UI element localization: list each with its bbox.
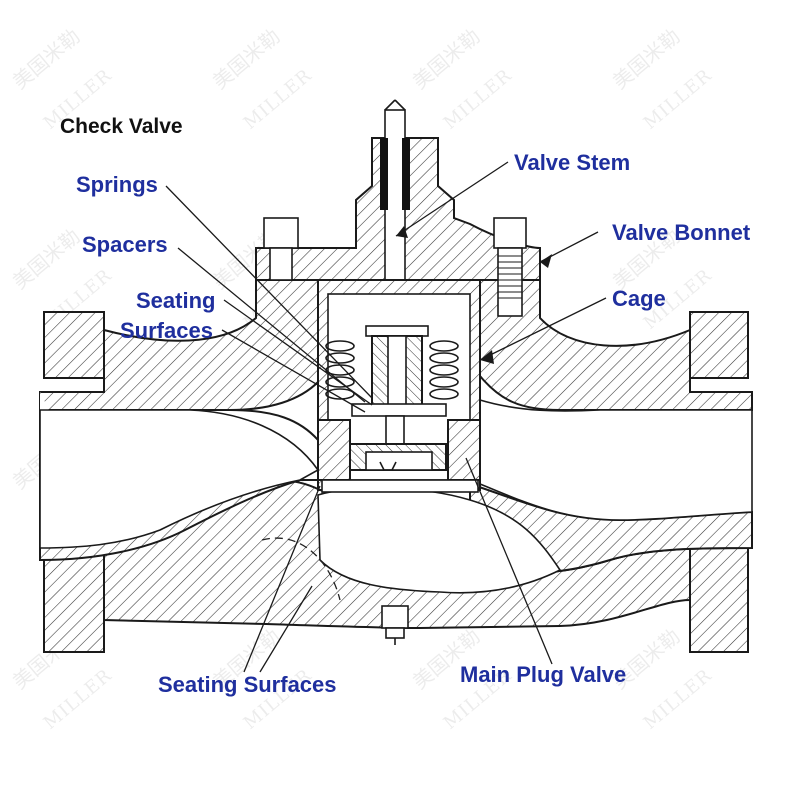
label-valve-stem: Valve Stem bbox=[514, 150, 630, 175]
watermark-chinese: 美国米勒 bbox=[8, 224, 85, 294]
valve-body bbox=[39, 279, 753, 653]
leader-lines bbox=[165, 161, 607, 673]
label-seating-surfaces-line2: Surfaces bbox=[120, 318, 213, 343]
watermark-chinese: 美国米勒 bbox=[208, 24, 285, 94]
label-seating-surfaces-bottom: Seating Surfaces bbox=[158, 672, 337, 697]
label-springs: Springs bbox=[76, 172, 158, 197]
diagram-title: Check Valve bbox=[60, 115, 183, 138]
watermark-latin: MILLER bbox=[640, 665, 716, 734]
labels: Check Valve Springs Spacers Seating Surf… bbox=[60, 115, 751, 697]
watermark-chinese: 美国米勒 bbox=[408, 24, 485, 94]
watermark-latin: MILLER bbox=[40, 665, 116, 734]
watermark-latin: MILLER bbox=[440, 65, 516, 134]
label-seating-surfaces-line1: Seating bbox=[136, 288, 215, 313]
label-main-plug-valve: Main Plug Valve bbox=[460, 662, 626, 687]
watermark-latin: MILLER bbox=[640, 65, 716, 134]
springs bbox=[321, 325, 479, 493]
watermark-chinese: 美国米勒 bbox=[608, 24, 685, 94]
label-valve-bonnet: Valve Bonnet bbox=[612, 220, 751, 245]
watermark-chinese: 美国米勒 bbox=[8, 24, 85, 94]
label-cage: Cage bbox=[612, 286, 666, 311]
label-spacers: Spacers bbox=[82, 232, 168, 257]
watermark-latin: MILLER bbox=[240, 65, 316, 134]
